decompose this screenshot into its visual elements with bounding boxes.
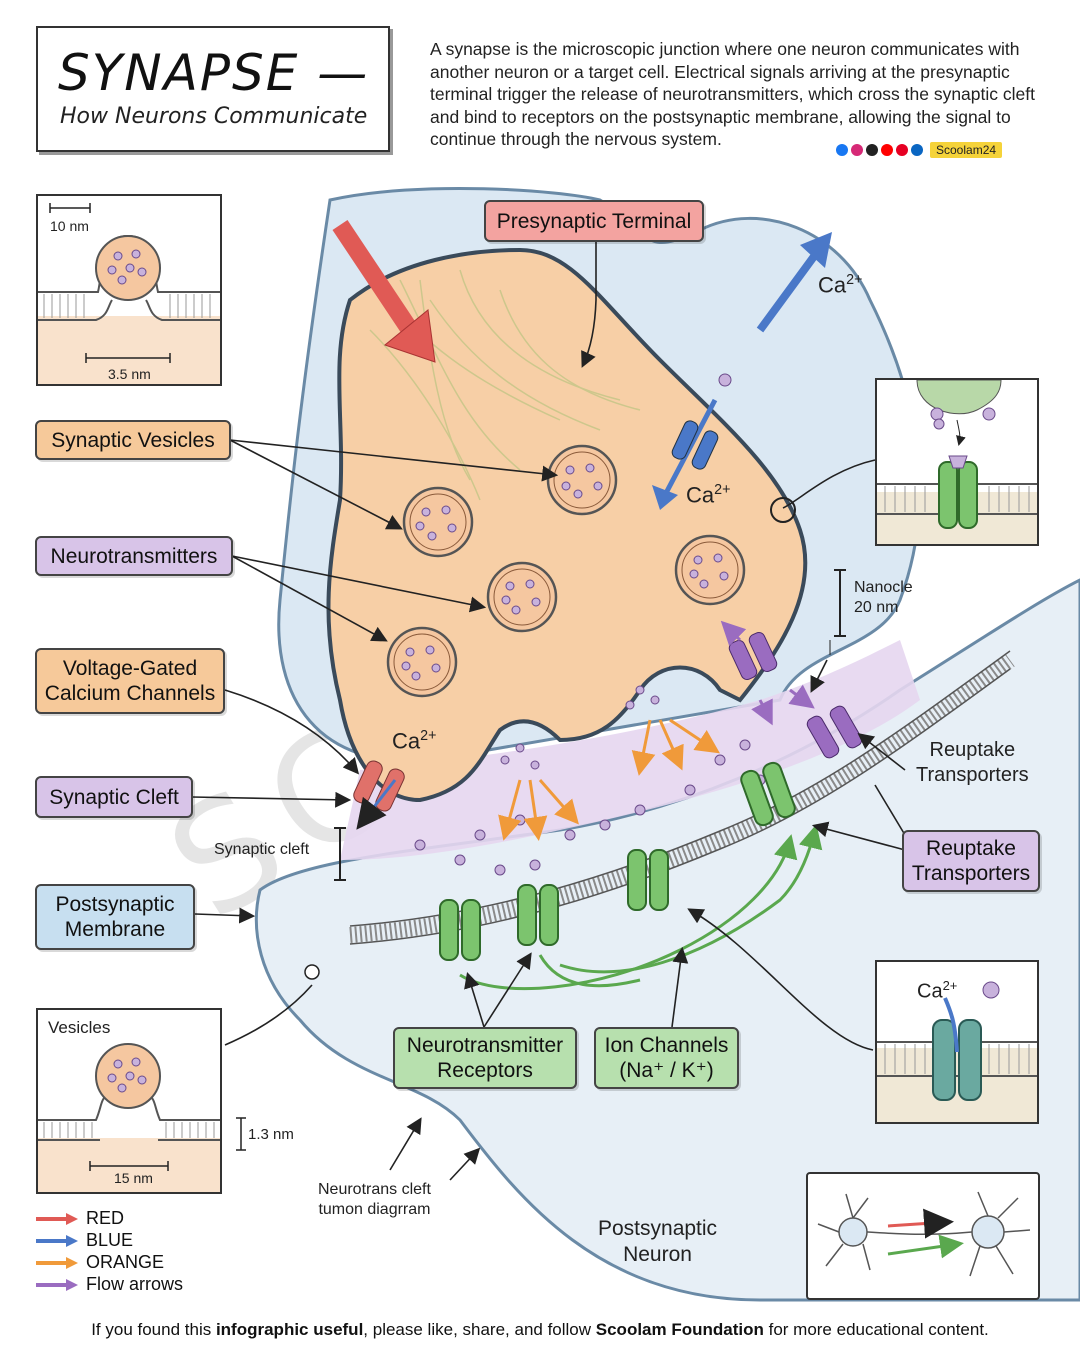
youtube-icon[interactable] <box>881 144 893 156</box>
label-synaptic-cleft: Synaptic Cleft <box>35 776 193 818</box>
inset-vesicle-drawing <box>38 203 220 384</box>
legend-item-red: RED <box>36 1208 124 1229</box>
ca-ion-left: Ca2+ <box>392 728 437 754</box>
label-presynaptic-terminal: Presynaptic Terminal <box>484 200 704 242</box>
inset-scale-15nm: 15 nm <box>114 1170 153 1186</box>
label-postsynaptic-membrane: Postsynaptic Membrane <box>35 884 195 950</box>
label-neurotransmitters: Neurotransmitters <box>35 536 233 576</box>
footer-mid: , please like, share, and follow <box>363 1320 596 1339</box>
label-vgcc-line2: Calcium Channels <box>44 682 216 705</box>
legend-label-blue: BLUE <box>86 1230 134 1250</box>
legend-item-blue: BLUE <box>36 1230 133 1251</box>
inset-neurons-overview <box>806 1172 1040 1300</box>
inset-ion-drawing <box>877 981 1037 1122</box>
scale-1-3nm: 1.3 nm <box>248 1126 294 1143</box>
nanocle-line2: 20 nm <box>854 599 899 616</box>
inset-ion-channel: Ca2+ <box>875 960 1039 1124</box>
nanocle-annotation: Nanocle 20 nm <box>854 578 913 618</box>
label-reuptake-box-line2: Transporters <box>911 862 1031 885</box>
inset-ca-ion: Ca2+ <box>917 978 958 1003</box>
inset-receptor-binding <box>875 378 1039 546</box>
legend-label-flow: Flow arrows <box>86 1274 184 1294</box>
x-icon[interactable] <box>866 144 878 156</box>
label-synaptic-vesicles: Synaptic Vesicles <box>35 420 231 460</box>
label-postsynaptic-line1: Postsynaptic <box>55 893 175 916</box>
legend-label-orange: ORANGE <box>86 1252 165 1272</box>
label-vgcc-line1: Voltage-Gated <box>62 657 198 680</box>
label-reuptake-box-line1: Reuptake <box>926 837 1016 860</box>
label-receptors-line1: Neurotransmitter <box>406 1034 564 1057</box>
neurotransmitter-receptors <box>439 761 796 961</box>
postsynaptic-neuron-line2: Neuron <box>623 1243 692 1266</box>
postsynaptic-neuron-label: Postsynaptic Neuron <box>598 1216 717 1268</box>
title-box: SYNAPSE — How Neurons Communicate <box>36 26 390 152</box>
ca-ion-top: Ca2+ <box>818 272 863 298</box>
label-postsynaptic-line2: Membrane <box>64 918 166 941</box>
inset-vesicles: Vesicles 15 nm <box>36 1008 222 1194</box>
social-links: Scoolam24 <box>836 141 1003 159</box>
nanocle-line1: Nanocle <box>854 579 913 596</box>
neurotrans-line2: tumon diagrram <box>318 1201 431 1218</box>
inset-scale-3-5nm: 3.5 nm <box>108 366 151 382</box>
label-neurotransmitter-receptors: Neurotransmitter Receptors <box>393 1027 577 1089</box>
legend-arrow-blue <box>36 1234 78 1247</box>
pinterest-icon[interactable] <box>896 144 908 156</box>
footer-bold-2[interactable]: Scoolam Foundation <box>595 1320 764 1339</box>
label-ion-channels: Ion Channels (Na⁺ / K⁺) <box>594 1027 739 1089</box>
legend-arrow-orange <box>36 1256 78 1269</box>
label-receptors-line2: Receptors <box>437 1059 533 1082</box>
instagram-icon[interactable] <box>851 144 863 156</box>
linkedin-icon[interactable] <box>911 144 923 156</box>
page-subtitle: How Neurons Communicate <box>60 104 368 129</box>
ca-ion-mid: Ca2+ <box>686 482 731 508</box>
reuptake-text: Reuptake Transporters <box>916 738 1029 788</box>
legend-label-red: RED <box>86 1208 125 1228</box>
label-vgcc: Voltage-Gated Calcium Channels <box>35 648 225 714</box>
facebook-icon[interactable] <box>836 144 848 156</box>
footer-post: for more educational content. <box>763 1320 989 1339</box>
legend-arrow-purple <box>36 1278 78 1291</box>
intro-text: A synapse is the microscopic junction wh… <box>430 39 1035 149</box>
brand-tag[interactable]: Scoolam24 <box>930 142 1003 158</box>
postsynaptic-neuron-line1: Postsynaptic <box>598 1217 718 1240</box>
neurotrans-line1: Neurotrans cleft <box>318 1181 431 1198</box>
inset-neurons-drawing <box>817 1191 1031 1277</box>
label-ion-line2: (Na⁺ / K⁺) <box>619 1059 714 1082</box>
legend-item-orange: ORANGE <box>36 1252 164 1273</box>
reuptake-text-line2: Transporters <box>916 764 1029 786</box>
vgcc-channel-top <box>671 420 719 470</box>
footer-pre: If you found this <box>91 1320 216 1339</box>
page-title: SYNAPSE — <box>58 44 370 102</box>
footer-cta: If you found this infographic useful, pl… <box>0 1320 1080 1340</box>
inset-vesicle-scale: 10 nm 3.5 nm <box>36 194 222 386</box>
label-ion-line1: Ion Channels <box>604 1034 729 1057</box>
vesicles <box>386 444 746 698</box>
synaptic-cleft-annotation: Synaptic cleft <box>214 841 310 858</box>
inset-vesicles-title: Vesicles <box>48 1018 111 1037</box>
label-reuptake-transporters: Reuptake Transporters <box>902 830 1040 892</box>
reuptake-text-line1: Reuptake <box>929 739 1016 761</box>
footer-bold-1: infographic useful <box>215 1320 364 1339</box>
legend-item-flow: Flow arrows <box>36 1274 183 1295</box>
neurotrans-cleft-note: Neurotrans cleft tumon diagrram <box>318 1180 431 1220</box>
legend-arrow-red <box>36 1212 78 1225</box>
inset-receptor-drawing <box>877 379 1037 544</box>
reuptake-transporters <box>728 631 863 759</box>
scale-bracket-1-3nm <box>236 1117 246 1151</box>
inset-vesicles-drawing <box>38 1043 220 1192</box>
inset-scale-10nm: 10 nm <box>50 218 89 234</box>
